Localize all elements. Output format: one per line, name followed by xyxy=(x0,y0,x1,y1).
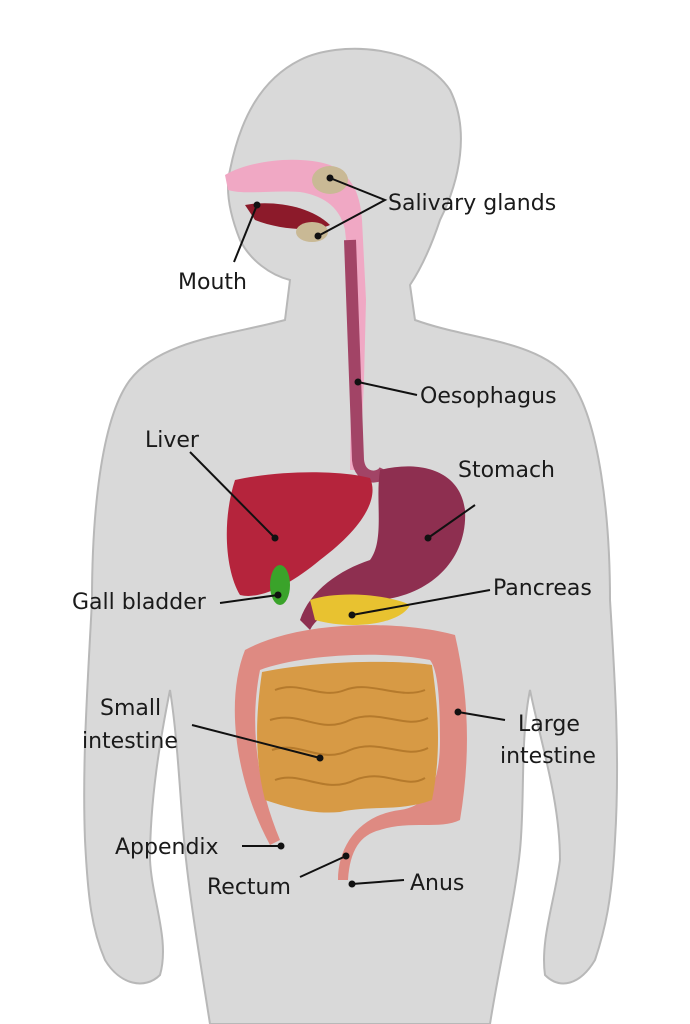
label-mouth: Mouth xyxy=(178,270,247,295)
large-intestine-organ xyxy=(234,625,467,880)
label-gall-bladder: Gall bladder xyxy=(72,590,207,615)
gall-bladder-organ xyxy=(270,565,290,605)
label-anus: Anus xyxy=(410,871,464,896)
stomach-organ xyxy=(300,466,466,630)
label-appendix: Appendix xyxy=(115,835,219,860)
label-oesophagus: Oesophagus xyxy=(420,384,557,409)
label-large-intestine-line2: intestine xyxy=(500,744,596,769)
leader-lines xyxy=(189,174,506,888)
label-pancreas: Pancreas xyxy=(493,576,592,601)
label-liver: Liver xyxy=(145,428,200,453)
liver-organ xyxy=(226,472,373,596)
label-salivary-glands: Salivary glands xyxy=(388,191,556,216)
body-silhouette xyxy=(83,47,619,1024)
label-stomach: Stomach xyxy=(458,458,555,483)
label-large-intestine-line1: Large xyxy=(518,712,580,737)
small-intestine-coils xyxy=(269,686,429,786)
pancreas-organ xyxy=(310,594,410,625)
salivary-gland-lower xyxy=(296,222,328,242)
small-intestine-organ xyxy=(257,661,438,813)
label-small-intestine-line1: Small xyxy=(100,696,161,721)
label-rectum: Rectum xyxy=(207,875,291,900)
label-small-intestine-line2: intestine xyxy=(82,729,178,754)
